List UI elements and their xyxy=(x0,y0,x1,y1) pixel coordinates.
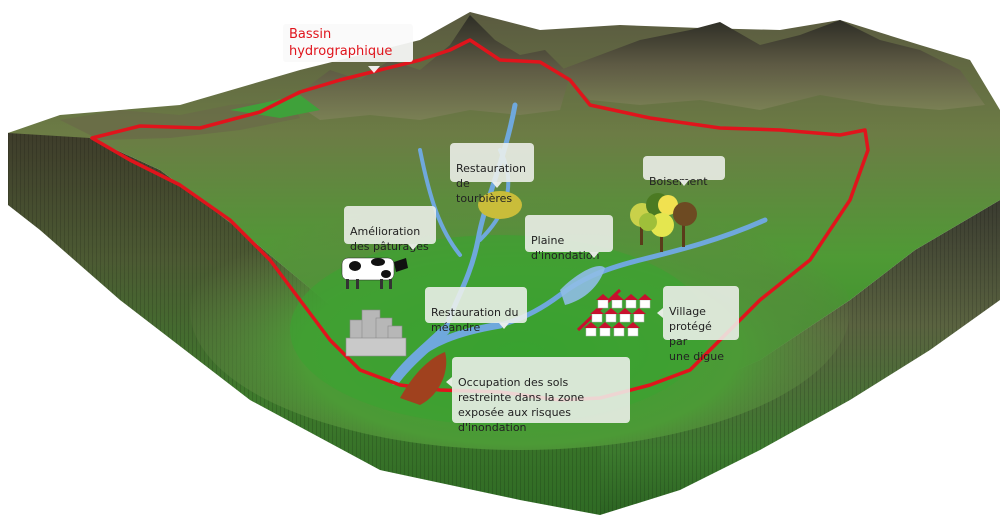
mountain-ridge xyxy=(290,15,570,120)
buildings-icon xyxy=(345,309,407,357)
peat-bog xyxy=(478,191,522,219)
flood-plain xyxy=(560,266,605,305)
callout-flood-plain-text: Plaine d'inondation xyxy=(531,234,600,262)
callout-pointer xyxy=(657,308,663,318)
callout-pasture-improvement: Amélioration des pâturages xyxy=(344,206,436,253)
callout-protected-village-text: Village protégé par une digue xyxy=(669,305,724,363)
callout-land-use-restriction: Occupation des sols restreinte dans la z… xyxy=(446,357,630,434)
cow-icon xyxy=(341,257,408,289)
callout-meander-restoration-text: Restauration du méandre xyxy=(431,306,519,334)
callout-pointer xyxy=(446,377,452,387)
callout-pointer xyxy=(589,252,599,258)
restricted-zone xyxy=(400,352,447,405)
callout-meander-restoration: Restauration du méandre xyxy=(425,287,527,334)
callout-pointer xyxy=(408,244,418,250)
callout-land-use-restriction-text: Occupation des sols restreinte dans la z… xyxy=(458,376,585,434)
callout-flood-plain: Plaine d'inondation xyxy=(525,215,613,262)
callout-afforestation: Boisement xyxy=(643,156,725,188)
houses-icon xyxy=(584,294,652,337)
basin-label: Bassin hydrographique xyxy=(283,24,413,62)
trees-icon xyxy=(630,193,697,252)
callout-afforestation-text: Boisement xyxy=(649,175,708,188)
callout-peat-restoration: Restauration de tourbières xyxy=(450,143,534,205)
callout-peat-restoration-text: Restauration de tourbières xyxy=(456,162,527,205)
callout-pointer xyxy=(679,180,689,186)
callout-pointer xyxy=(499,323,509,329)
basin-label-pointer xyxy=(368,66,380,73)
callout-protected-village: Village protégé par une digue xyxy=(657,286,739,363)
callout-pointer xyxy=(492,182,502,188)
basin-outline xyxy=(90,38,870,402)
